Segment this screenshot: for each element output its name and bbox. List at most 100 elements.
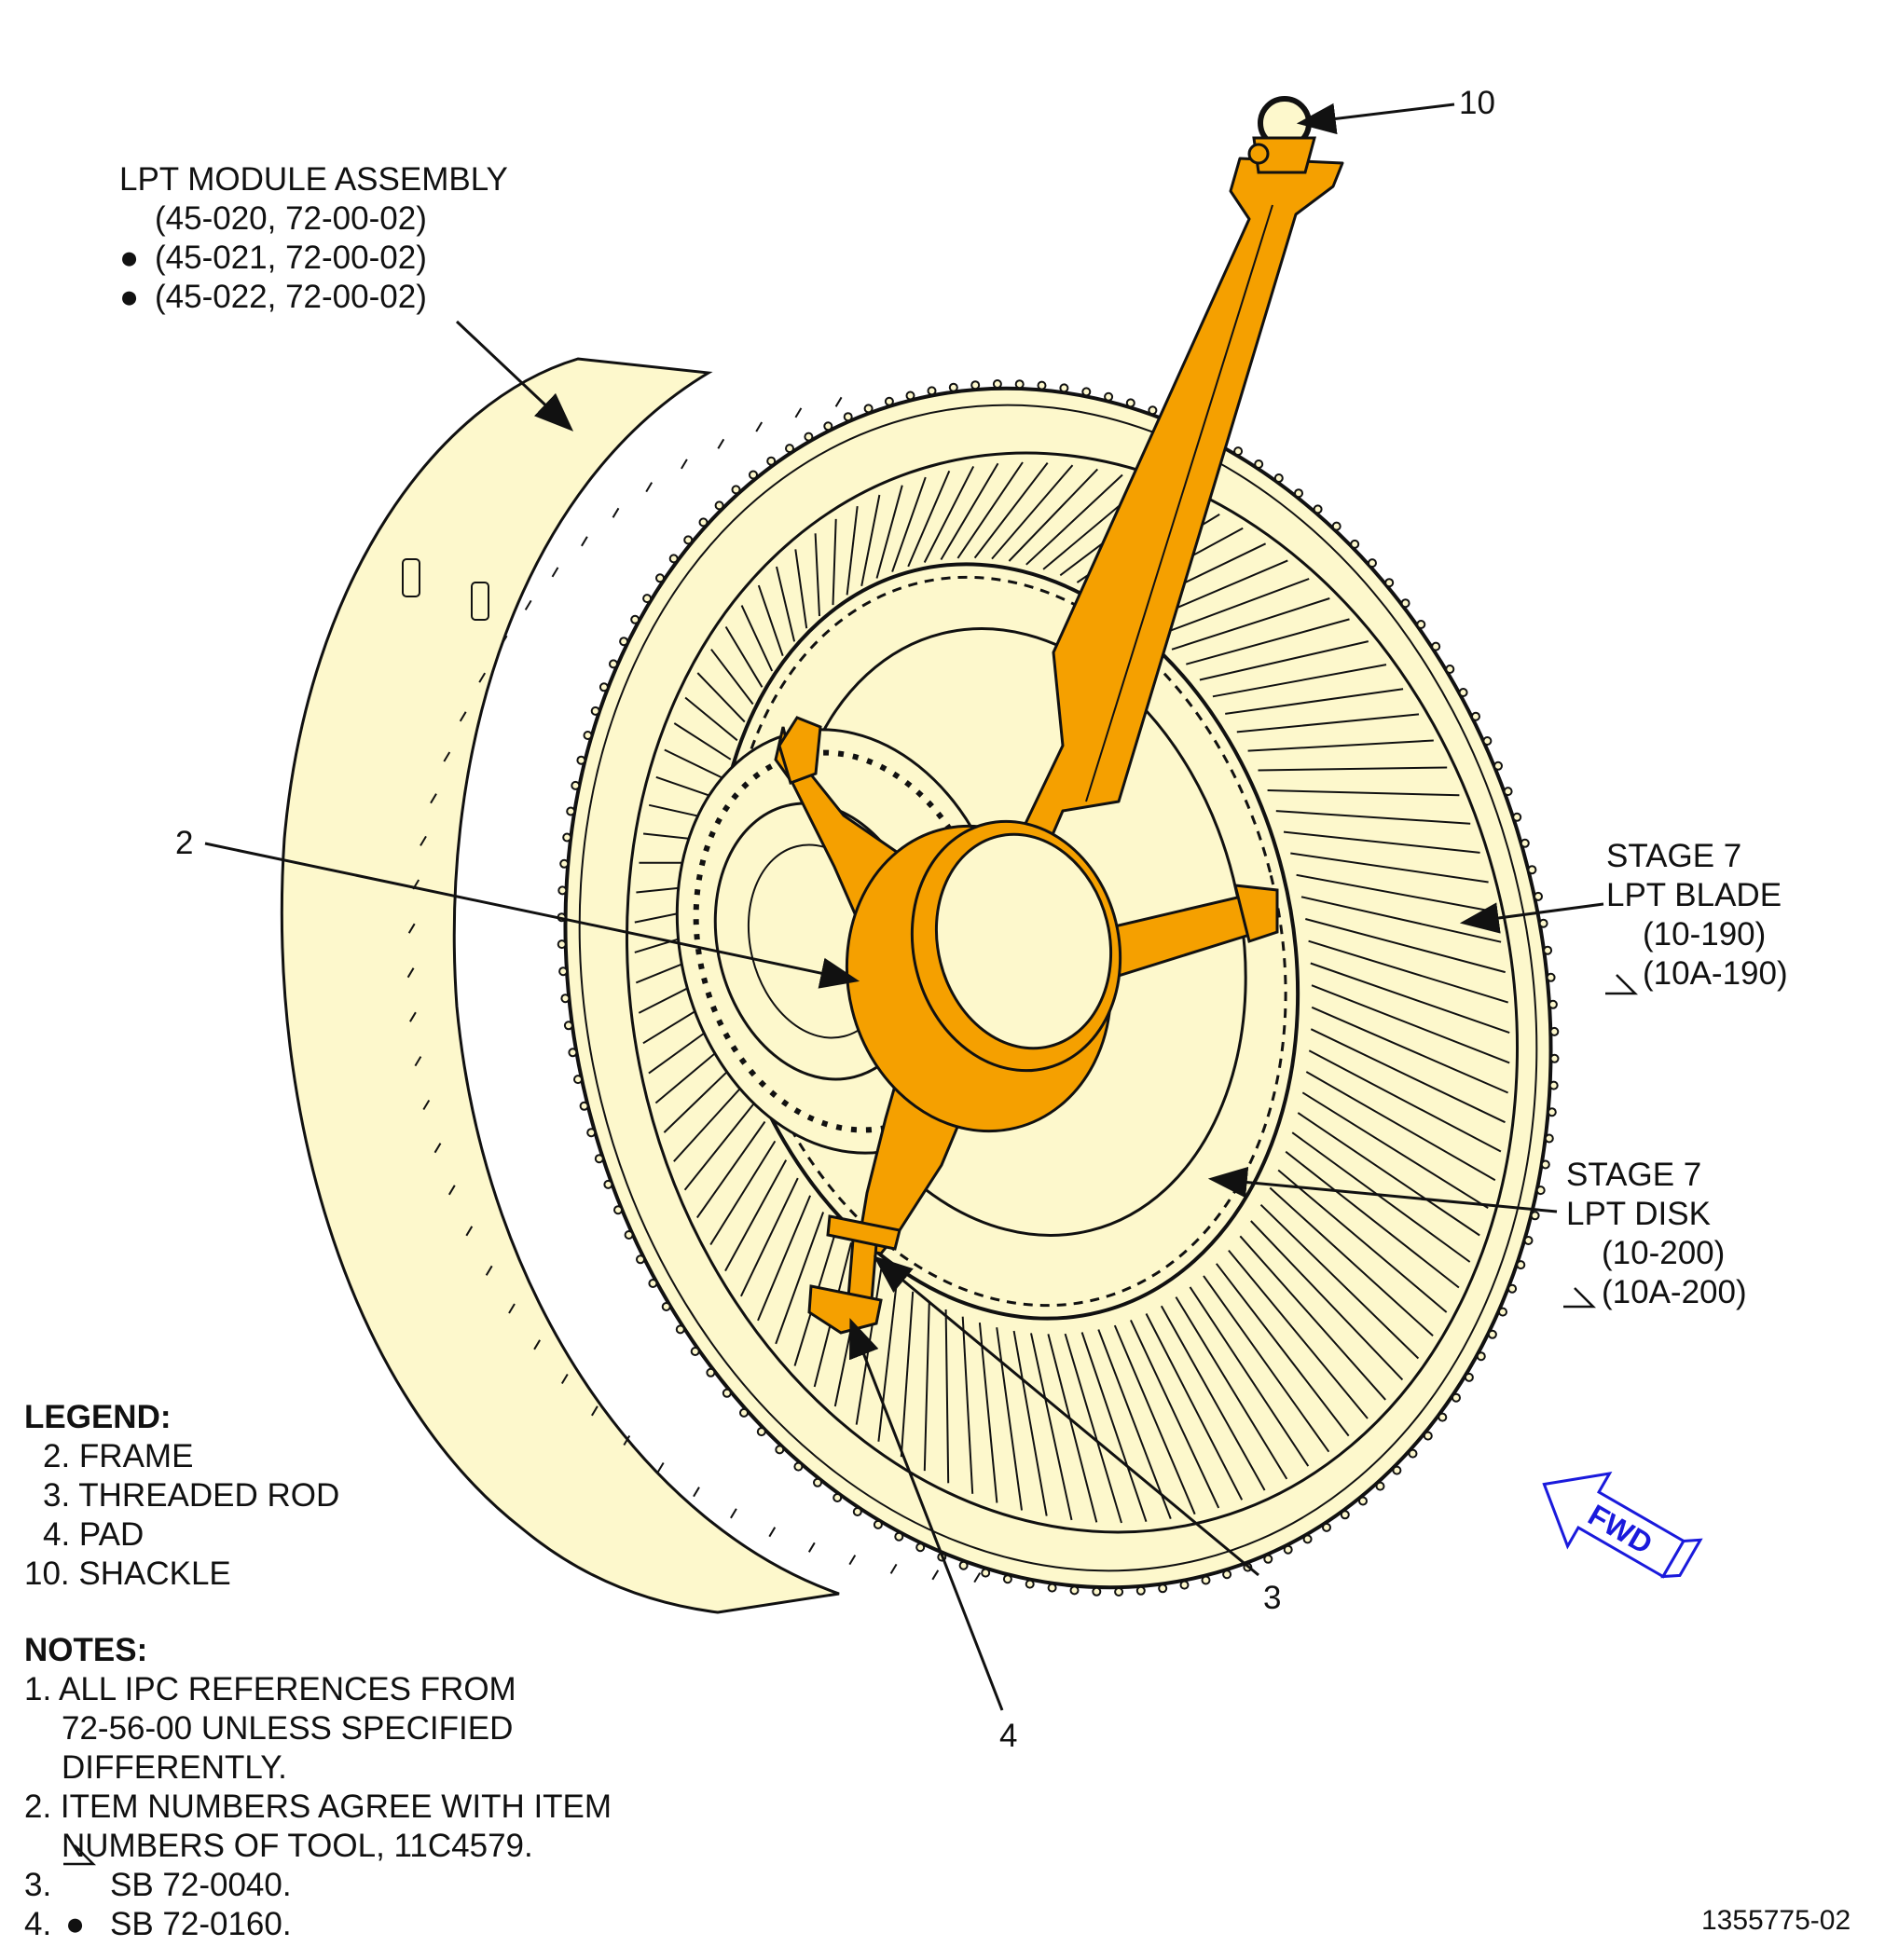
blade-line	[1308, 939, 1508, 1004]
rim-scallop	[1322, 1522, 1331, 1532]
blade-line	[860, 494, 881, 586]
rim-scallop	[1471, 711, 1480, 721]
rim-scallop	[1125, 398, 1135, 408]
rim-scallop	[1313, 504, 1323, 514]
note-line: SB 72-0160.	[110, 1906, 292, 1942]
rim-scallops	[557, 379, 1560, 1597]
blade-line	[1310, 1028, 1506, 1124]
blade-line	[1203, 1275, 1330, 1453]
blade-line	[1277, 1169, 1448, 1313]
rim-scallop	[1540, 1159, 1550, 1170]
rim-scallop	[1331, 521, 1342, 531]
rim-scallop	[562, 832, 572, 843]
rim-scallop	[1375, 1481, 1385, 1491]
rim-scallop	[1530, 1211, 1540, 1221]
blade-line	[1250, 1220, 1404, 1381]
blade-line	[1258, 766, 1448, 772]
blade-line	[739, 1177, 799, 1297]
blade-line	[740, 605, 774, 672]
rim-scallop	[573, 1075, 583, 1085]
blade-ref1: (10-190)	[1643, 916, 1767, 953]
case-dash	[612, 507, 620, 518]
rim-scallop	[675, 1324, 685, 1335]
blade-line	[978, 1323, 998, 1503]
lpt-module-ref2: (45-021, 72-00-02)	[155, 240, 427, 276]
note-line: 2. ITEM NUMBERS AGREE WITH ITEM	[24, 1789, 612, 1825]
blade-line	[1247, 739, 1434, 752]
rim-scallop	[648, 1279, 658, 1288]
rim-scallop	[1547, 1107, 1557, 1117]
rim-scallop	[1458, 688, 1468, 697]
rim-scallop	[1368, 558, 1377, 569]
lpt-module-ref1: (45-020, 72-00-02)	[155, 200, 427, 237]
rim-scallop	[1384, 578, 1395, 588]
rim-scallop	[992, 379, 1002, 389]
rim-scallop	[1516, 1260, 1526, 1270]
rim-scallop	[1408, 1448, 1418, 1459]
case-dash	[681, 459, 688, 470]
blade-line	[1156, 578, 1310, 637]
rim-scallop	[1548, 999, 1558, 1009]
notes-title: NOTES:	[24, 1632, 148, 1668]
rim-scallop	[579, 1101, 589, 1111]
blade-line	[1275, 810, 1471, 825]
rod-nut	[826, 1214, 901, 1251]
rim-scallop	[1482, 736, 1493, 746]
rim-scallop	[1498, 1307, 1507, 1317]
blade-line	[877, 1281, 898, 1442]
rim-scallop	[1358, 1496, 1368, 1506]
leader-disk	[1207, 1166, 1558, 1213]
case-dash	[931, 1569, 940, 1581]
case-dash	[717, 438, 725, 449]
rim-scallop	[813, 1477, 822, 1487]
lifting-tool	[774, 96, 1344, 1335]
rim-scallop	[1069, 1585, 1080, 1596]
lpt-module-title: LPT MODULE ASSEMBLY	[119, 161, 508, 198]
blade-line	[900, 1291, 915, 1458]
rim-scallop	[1527, 865, 1537, 875]
rim-scallop	[630, 614, 640, 624]
blade-line	[1291, 1131, 1471, 1263]
blade-line	[794, 549, 808, 629]
legend-item: 10. SHACKLE	[24, 1556, 231, 1592]
blade-line	[996, 1327, 1023, 1511]
figure-id: 1355775-02	[1701, 1905, 1851, 1936]
rim-scallop	[1273, 473, 1284, 483]
disk-ref2: (10A-200)	[1602, 1274, 1747, 1310]
blade-line	[1064, 1333, 1122, 1524]
rim-scallop	[1549, 1053, 1560, 1063]
case-dash	[465, 1226, 474, 1237]
rim-scallop	[739, 1407, 749, 1418]
blade-line	[1097, 1329, 1172, 1519]
rim-scallop	[603, 1179, 613, 1189]
rim-scallop	[1201, 1575, 1211, 1585]
flag-icon	[1563, 1287, 1597, 1309]
rim-scallop	[1104, 391, 1114, 402]
rim-scallop	[793, 1461, 804, 1472]
blade-line	[1160, 1305, 1266, 1491]
rim-scallop	[722, 1388, 732, 1398]
note-line: 1. ALL IPC REFERENCES FROM	[24, 1671, 516, 1707]
blade-line	[1285, 1150, 1460, 1289]
case-dash	[591, 1405, 599, 1417]
rim-scallop	[970, 380, 981, 391]
note-line: DIFFERENTLY.	[62, 1749, 287, 1786]
rim-scallop	[1523, 1236, 1534, 1245]
blade-line	[710, 649, 754, 706]
rim-scallop	[1025, 1579, 1035, 1589]
rim-scallop	[958, 1560, 969, 1570]
rim-scallop	[619, 637, 629, 647]
flag-icon	[1605, 974, 1639, 995]
rim-scallop	[1014, 379, 1025, 390]
rim-scallop	[894, 1531, 904, 1542]
case-dash	[414, 1056, 422, 1067]
blade-line2: LPT BLADE	[1606, 877, 1782, 913]
case-dash	[730, 1508, 737, 1519]
blade-line	[1186, 618, 1350, 665]
rim-scallop	[1283, 1544, 1293, 1555]
case-dash	[645, 482, 654, 493]
rim-scallop	[1534, 891, 1543, 901]
case-dash	[447, 1185, 456, 1196]
lpt-module-bullet-2: ●	[119, 279, 140, 315]
rim-scallop	[560, 994, 571, 1004]
